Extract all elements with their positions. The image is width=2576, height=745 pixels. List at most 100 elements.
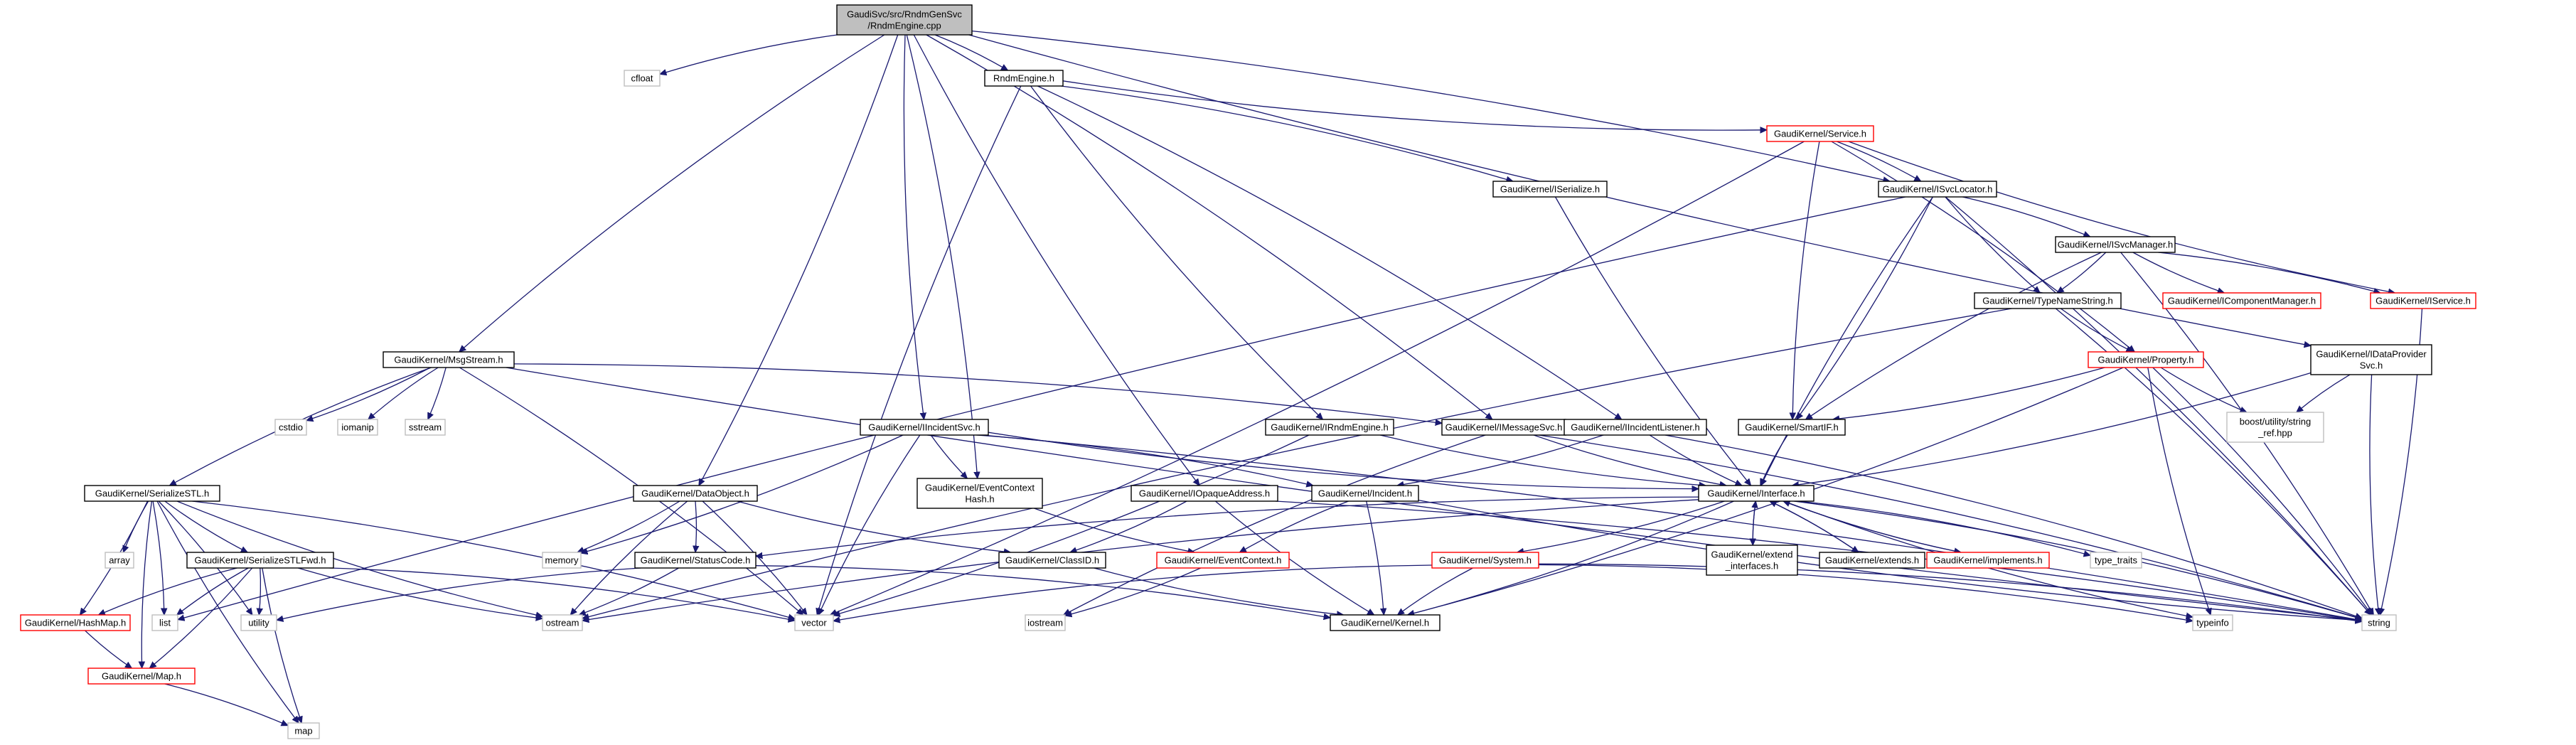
- node-rndmengine-h[interactable]: RndmEngine.h: [984, 70, 1064, 87]
- node-box: [634, 552, 757, 569]
- node-ostream[interactable]: ostream: [542, 614, 583, 631]
- node-label: GaudiKernel/StatusCode.h: [641, 555, 751, 566]
- node-box: [794, 614, 834, 631]
- node-label: GaudiKernel/implements.h: [1933, 555, 2042, 566]
- node-extends-h[interactable]: GaudiKernel/extends.h: [1819, 552, 1925, 569]
- node-cfloat[interactable]: cfloat: [624, 70, 661, 87]
- edge-serializestlfwd_h-to-map_h: [149, 567, 253, 668]
- node-memory[interactable]: memory: [542, 552, 582, 569]
- node-label: GaudiKernel/Interface.h: [1707, 488, 1805, 499]
- node-box: [1131, 485, 1278, 502]
- node-iomanip[interactable]: iomanip: [337, 419, 378, 436]
- edge-classid_h-to-kernel_h: [1094, 567, 1344, 615]
- node-box: [984, 70, 1064, 87]
- node-utility[interactable]: utility: [240, 614, 277, 631]
- node-box: [1698, 485, 1815, 502]
- node-statuscode-h[interactable]: GaudiKernel/StatusCode.h: [634, 552, 757, 569]
- edge-interface_h-to-statuscode_h: [756, 496, 1699, 557]
- edge-service_h-to-iservice_h: [1848, 141, 2395, 293]
- node-map[interactable]: map: [287, 722, 320, 739]
- node-serializestlfwd-h[interactable]: GaudiKernel/SerializeSTLFwd.h: [186, 552, 334, 569]
- edge-dataobject_h-to-statuscode_h: [695, 500, 696, 552]
- node-box: [84, 485, 220, 502]
- node-box: [1564, 419, 1707, 436]
- edge-iincidentsvc_h-to-interface_h: [988, 432, 1699, 488]
- node-smartif-h[interactable]: GaudiKernel/SmartIF.h: [1738, 419, 1846, 436]
- node-extend-interfaces-h[interactable]: GaudiKernel/extend_interfaces.h: [1706, 545, 1798, 576]
- node-label: /RndmEngine.cpp: [867, 21, 941, 31]
- node-label: GaudiKernel/IMessageSvc.h: [1445, 422, 1563, 433]
- edge-root-to-rndmengine_h: [934, 34, 1008, 70]
- node-iincidentsvc-h[interactable]: GaudiKernel/IIncidentSvc.h: [860, 419, 989, 436]
- node-iostream[interactable]: iostream: [1025, 614, 1066, 631]
- node-label: GaudiKernel/EventContext: [925, 483, 1035, 493]
- node-box: [2090, 552, 2142, 569]
- node-label: typeinfo: [2196, 618, 2229, 628]
- node-iincidentlistener-h[interactable]: GaudiKernel/IIncidentListener.h: [1564, 419, 1707, 436]
- node-eventcontext-h[interactable]: GaudiKernel/EventContext.h: [1156, 552, 1290, 569]
- node-map-h[interactable]: GaudiKernel/Map.h: [87, 668, 196, 685]
- node-iopaqueaddress-h[interactable]: GaudiKernel/IOpaqueAddress.h: [1131, 485, 1278, 502]
- node-cstdio[interactable]: cstdio: [274, 419, 307, 436]
- node-box: [240, 614, 277, 631]
- node-label: _ref.hpp: [2257, 428, 2292, 439]
- node-label: GaudiSvc/src/RndmGenSvc: [847, 9, 962, 20]
- node-typenamestring-h[interactable]: GaudiKernel/TypeNameString.h: [1974, 292, 2122, 309]
- node-string[interactable]: string: [2361, 614, 2397, 631]
- node-label: Svc.h: [2360, 360, 2383, 371]
- node-box: [916, 478, 1043, 509]
- node-dataobject-h[interactable]: GaudiKernel/DataObject.h: [633, 485, 758, 502]
- node-hashmap-h[interactable]: GaudiKernel/HashMap.h: [20, 614, 131, 631]
- node-kernel-h[interactable]: GaudiKernel/Kernel.h: [1330, 614, 1441, 631]
- node-box: [87, 668, 196, 685]
- node-serializestl-h[interactable]: GaudiKernel/SerializeSTL.h: [84, 485, 220, 502]
- node-irndmengine-h[interactable]: GaudiKernel/IRndmEngine.h: [1265, 419, 1394, 436]
- node-property-h[interactable]: GaudiKernel/Property.h: [2088, 351, 2204, 368]
- edge-msgstream_h-to-iomanip: [368, 367, 439, 419]
- node-label: GaudiKernel/DataObject.h: [641, 488, 749, 499]
- node-system-h[interactable]: GaudiKernel/System.h: [1431, 552, 1539, 569]
- edge-iserialize_h-to-interface_h: [1554, 196, 1751, 486]
- edge-serializestlfwd_h-to-list: [177, 567, 249, 615]
- node-isvclocator-h[interactable]: GaudiKernel/ISvcLocator.h: [1878, 181, 1997, 198]
- edge-isvcmanager_h-to-iservice_h: [2158, 252, 2380, 293]
- node-box: [1431, 552, 1539, 569]
- node-root[interactable]: GaudiSvc/src/RndmGenSvc/RndmEngine.cpp: [836, 4, 973, 36]
- node-label: type_traits: [2095, 555, 2137, 566]
- node-iserialize-h[interactable]: GaudiKernel/ISerialize.h: [1492, 181, 1608, 198]
- node-label: GaudiKernel/SmartIF.h: [1745, 422, 1839, 433]
- node-vector[interactable]: vector: [794, 614, 834, 631]
- node-incident-h[interactable]: GaudiKernel/Incident.h: [1311, 485, 1419, 502]
- node-icomponentmanager-h[interactable]: GaudiKernel/IComponentManager.h: [2162, 292, 2321, 309]
- node-box: [151, 614, 178, 631]
- node-array[interactable]: array: [105, 552, 134, 569]
- node-msgstream-h[interactable]: GaudiKernel/MsgStream.h: [383, 351, 515, 368]
- node-box: [1819, 552, 1925, 569]
- node-box: [2055, 236, 2176, 253]
- node-typeinfo[interactable]: typeinfo: [2192, 614, 2233, 631]
- node-iservice-h[interactable]: GaudiKernel/IService.h: [2370, 292, 2476, 309]
- node-sstream[interactable]: sstream: [405, 419, 446, 436]
- edge-statuscode_h-to-ostream: [579, 567, 679, 615]
- node-isvcmanager-h[interactable]: GaudiKernel/ISvcManager.h: [2055, 236, 2176, 253]
- node-interface-h[interactable]: GaudiKernel/Interface.h: [1698, 485, 1815, 502]
- node-service-h[interactable]: GaudiKernel/Service.h: [1766, 125, 1874, 142]
- edge-iincidentlistener_h-to-string: [1664, 434, 2362, 618]
- node-label: GaudiKernel/IIncidentSvc.h: [868, 422, 980, 433]
- node-type-traits[interactable]: type_traits: [2090, 552, 2142, 569]
- edge-dataobject_h-to-ostream: [570, 500, 688, 615]
- node-classid-h[interactable]: GaudiKernel/ClassID.h: [998, 552, 1106, 569]
- edge-msgstream_h-to-vector: [459, 367, 803, 615]
- node-list[interactable]: list: [151, 614, 178, 631]
- node-imessagesvc-h[interactable]: GaudiKernel/IMessageSvc.h: [1441, 419, 1566, 436]
- node-implements-h[interactable]: GaudiKernel/implements.h: [1926, 552, 2050, 569]
- node-label: ostream: [546, 618, 579, 628]
- node-boost-string-ref[interactable]: boost/utility/string_ref.hpp: [2226, 412, 2324, 443]
- edge-root-to-dataobject_h: [699, 34, 899, 486]
- edge-isvclocator_h-to-string: [1945, 196, 2371, 615]
- node-box: [1878, 181, 1997, 198]
- node-box: [2226, 412, 2324, 443]
